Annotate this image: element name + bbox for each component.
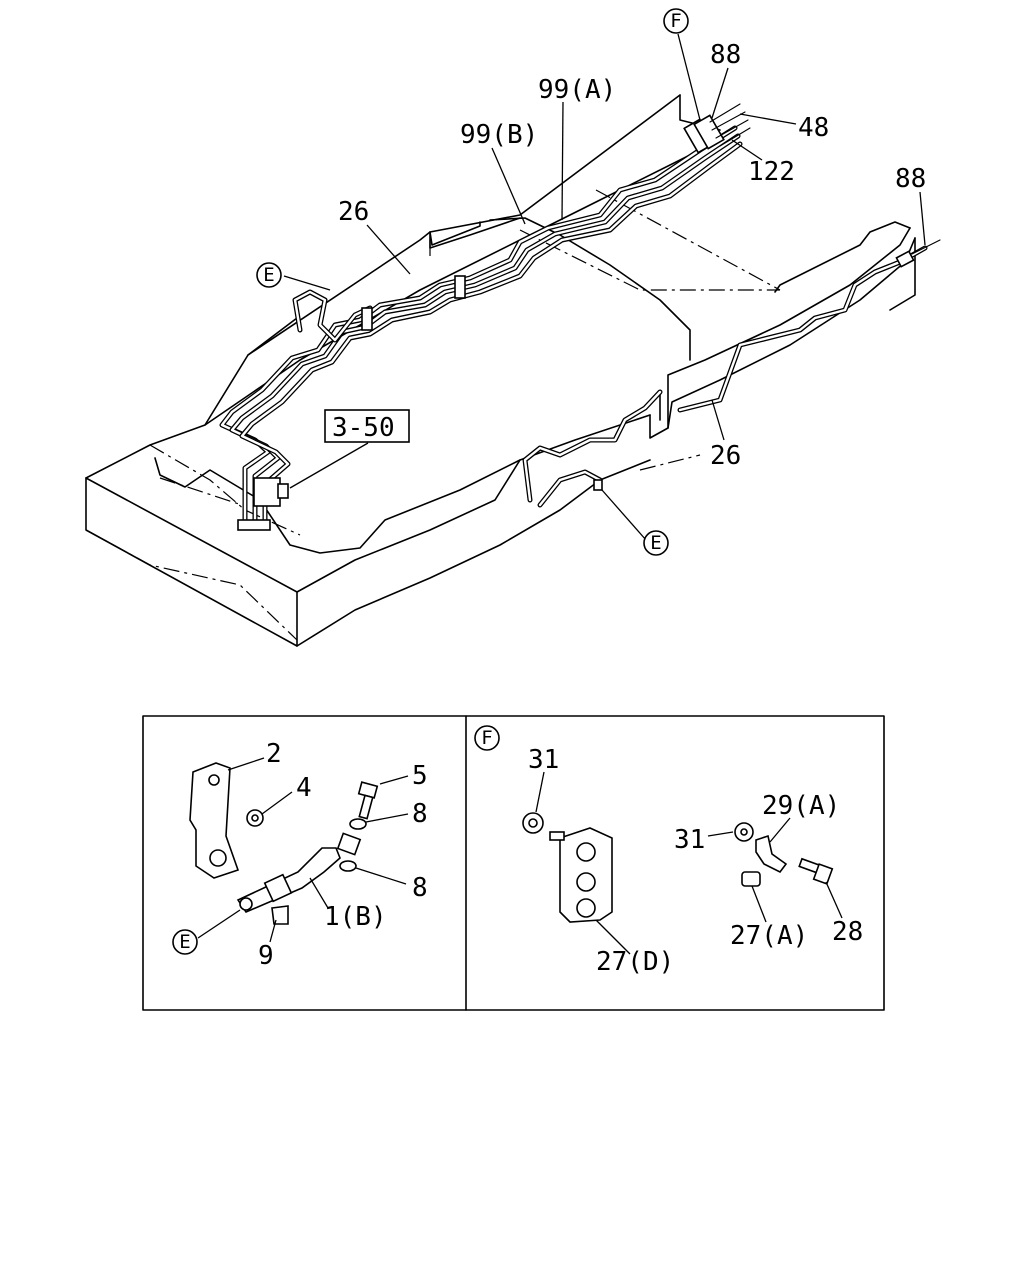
label-8-bottom: 8 — [412, 873, 428, 903]
e-marker-detail — [172, 929, 198, 955]
label-5: 5 — [412, 761, 428, 791]
hose-1b — [236, 847, 341, 913]
f-marker-detail — [474, 725, 500, 751]
label-26-lower: 26 — [710, 441, 741, 471]
detail-panels — [142, 715, 885, 1011]
label-26-upper: 26 — [338, 197, 369, 227]
bracket — [189, 762, 240, 879]
e-marker-bottom-label: E — [650, 532, 661, 554]
label-29a: 29(A) — [762, 791, 840, 821]
label-99b: 99(B) — [460, 120, 538, 150]
f-marker-top — [663, 8, 689, 34]
pipe-ends-top — [709, 103, 751, 147]
detail-e — [189, 757, 409, 943]
label-88-right: 88 — [895, 164, 926, 194]
label-88-top: 88 — [710, 40, 741, 70]
label-27d: 27(D) — [596, 947, 674, 977]
label-31-left: 31 — [528, 745, 559, 775]
detail-f — [522, 771, 843, 955]
e-marker-left — [256, 262, 282, 288]
label-4: 4 — [296, 773, 312, 803]
e-marker-left-label: E — [263, 264, 274, 286]
label-9: 9 — [258, 941, 274, 971]
spacer-27a — [741, 871, 761, 887]
detail-f-labels: F 31 27(D) 31 29(A) 27(A) 28 — [474, 725, 863, 977]
ref-box-label: 3-50 — [332, 413, 395, 443]
f-marker-top-label: F — [670, 10, 681, 32]
clip-9 — [271, 905, 289, 925]
main-leaders — [283, 33, 926, 541]
label-1b: 1(B) — [324, 902, 387, 932]
brake-pipe-bundle — [219, 114, 743, 531]
label-2: 2 — [266, 739, 282, 769]
clamp-29a — [755, 834, 788, 874]
main-labels: F 88 48 122 99(A) 99(B) 26 E 88 3-50 26 … — [256, 8, 926, 556]
f-marker-detail-label: F — [481, 727, 492, 749]
label-31-right: 31 — [674, 825, 705, 855]
right-rail-pipe — [522, 239, 941, 508]
detail-e-labels: 2 4 5 8 8 1(B) 9 E — [172, 739, 428, 971]
e-marker-bottom — [643, 530, 669, 556]
ref-box — [324, 409, 410, 443]
label-48: 48 — [798, 113, 829, 143]
vehicle-frame — [85, 94, 916, 647]
label-28: 28 — [832, 917, 863, 947]
label-27a: 27(A) — [730, 921, 808, 951]
label-8-top: 8 — [412, 799, 428, 829]
label-122: 122 — [748, 157, 795, 187]
label-99a: 99(A) — [538, 75, 616, 105]
e-marker-detail-label: E — [179, 931, 190, 953]
